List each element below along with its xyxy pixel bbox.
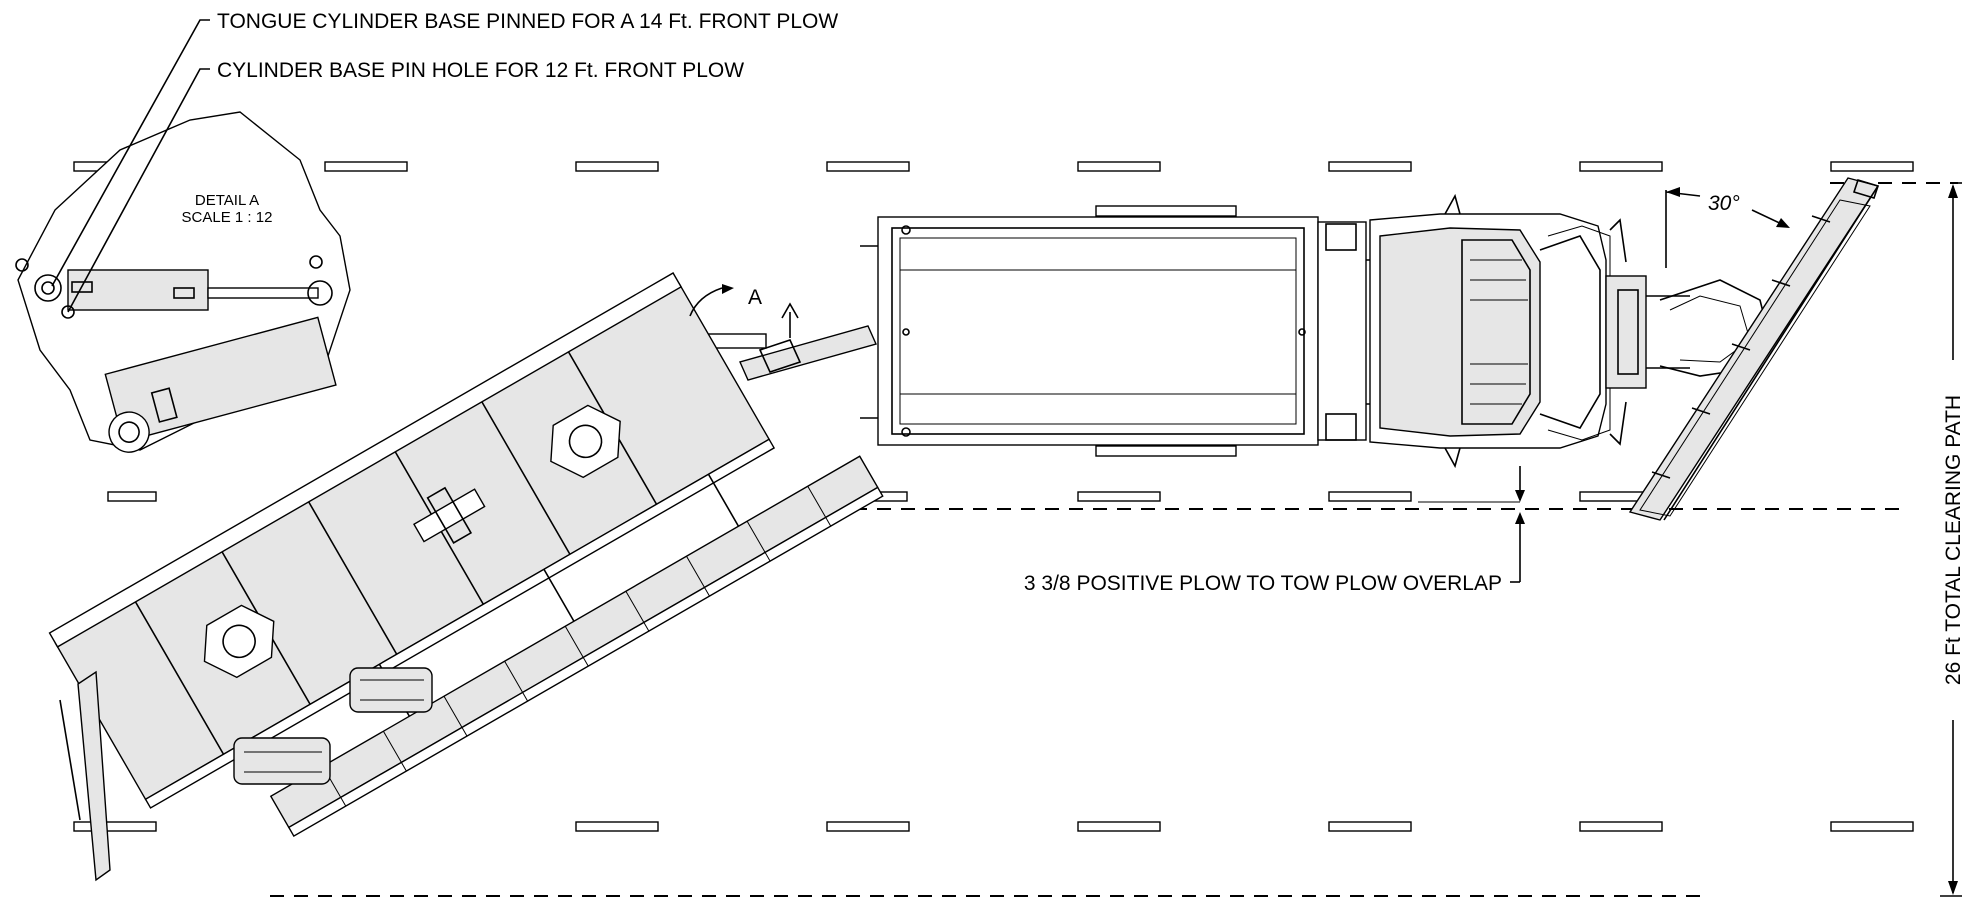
lane-row-top bbox=[73, 161, 1914, 172]
detail-a-marker: A bbox=[689, 284, 762, 317]
truck-cab bbox=[1369, 193, 1627, 469]
detail-a-title: DETAIL A bbox=[195, 192, 259, 209]
callout-tongue-cylinder-text: TONGUE CYLINDER BASE PINNED FOR A 14 Ft.… bbox=[217, 10, 838, 33]
lane-markings bbox=[73, 161, 1914, 832]
truck bbox=[860, 193, 1771, 469]
detail-a-scale: SCALE 1 : 12 bbox=[182, 209, 273, 226]
overlap-dimension: 3 3/8 POSITIVE PLOW TO TOW PLOW OVERLAP bbox=[1024, 466, 1525, 595]
detail-a-marker-text: A bbox=[748, 286, 762, 309]
clearing-path-dimension: 26 Ft TOTAL CLEARING PATH bbox=[1940, 182, 1965, 897]
detail-a-cylinder bbox=[15, 255, 333, 319]
tow-plow-body bbox=[48, 272, 776, 809]
clearing-path-label: 26 Ft TOTAL CLEARING PATH bbox=[1942, 395, 1965, 685]
angle-dimension: 30° bbox=[1665, 187, 1790, 268]
tow-plow bbox=[48, 272, 884, 882]
front-plow-blade bbox=[1628, 177, 1880, 521]
wheel-lower bbox=[233, 737, 331, 785]
overlap-label: 3 3/8 POSITIVE PLOW TO TOW PLOW OVERLAP bbox=[1024, 572, 1502, 595]
callout-cylinder-pin-text: CYLINDER BASE PIN HOLE FOR 12 Ft. FRONT … bbox=[217, 59, 744, 82]
callout-tongue-cylinder: TONGUE CYLINDER BASE PINNED FOR A 14 Ft.… bbox=[51, 10, 838, 287]
truck-box-body bbox=[860, 205, 1319, 457]
tow-plow-tongue bbox=[705, 302, 877, 381]
angle-label: 30° bbox=[1708, 192, 1740, 215]
lane-row-bottom bbox=[73, 821, 1914, 832]
detail-a-bracket bbox=[104, 316, 337, 453]
wheel-upper bbox=[349, 667, 433, 713]
tow-plow-blade bbox=[269, 455, 884, 838]
callout-cylinder-pin: CYLINDER BASE PIN HOLE FOR 12 Ft. FRONT … bbox=[67, 59, 744, 313]
tow-plow-wheels bbox=[233, 667, 433, 785]
truck-frame bbox=[1317, 221, 1390, 441]
detail-a-inset: DETAIL A SCALE 1 : 12 bbox=[15, 111, 351, 453]
clearing-boundaries bbox=[270, 182, 1958, 897]
